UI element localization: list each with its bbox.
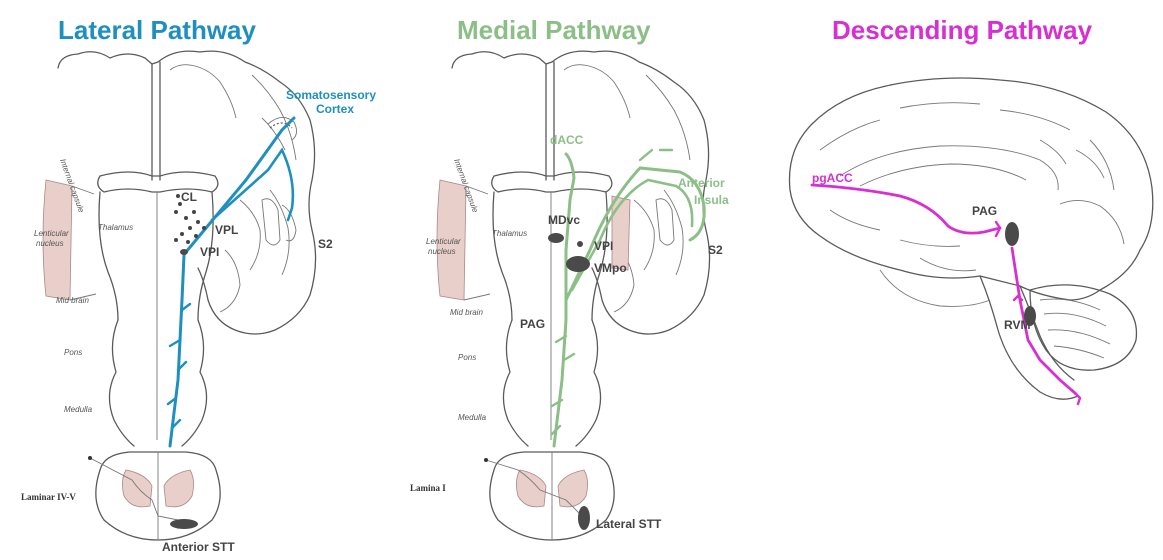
medial-title: Medial Pathway [457,15,651,45]
medial-label-anterior: Anterior [678,176,725,190]
lateral-label-cortex: Cortex [316,102,354,116]
medial-label-dacc: dACC [550,133,584,147]
descending-title: Descending Pathway [832,15,1093,45]
descending-label-pag: PAG [972,204,997,218]
lateral-anat-lenticular-2: nucleus [36,239,64,248]
medial-label-vpi: VPI [594,239,613,253]
lateral-label-somatosensory: Somatosensory [286,88,376,102]
descending-pathway-tract [812,185,1080,404]
lateral-anat-lenticular-1: Lenticular [34,229,69,238]
sagittal-brain-drawing [789,78,1152,399]
medial-anat-midbrain: Mid brain [450,308,483,317]
medial-pathway-tract [552,150,704,446]
lateral-anat-pons: Pons [64,348,82,357]
lateral-label-vpi: VPI [200,245,219,259]
descending-nuclei [1005,222,1036,326]
medial-label-lamina: Lamina I [410,483,446,493]
medial-anat-lenticular-1: Lenticular [426,237,461,246]
lateral-label-s2: S2 [318,237,333,251]
medial-anat-thalamus: Thalamus [492,229,527,238]
medial-brain-drawing [437,51,710,540]
medial-label-pag: PAG [520,317,545,331]
lateral-pathway-tract [168,118,294,446]
lateral-label-stt: Anterior STT [162,540,235,554]
medial-nuclei [548,233,590,272]
medial-label-vmpo: VMpo [594,261,627,275]
medial-label-mdvc: MDvc [548,213,580,227]
medial-anat-medulla: Medulla [458,413,487,422]
lateral-anat-thalamus: Thalamus [98,223,133,232]
lateral-label-vpl: VPL [215,223,238,237]
lateral-label-lamina: Laminar IV-V [21,492,76,502]
medial-label-s2: S2 [708,243,723,257]
lateral-anat-medulla: Medulla [64,405,93,414]
descending-label-rvm: RVM [1004,318,1030,332]
medial-anat-pons: Pons [458,353,476,362]
lateral-anat-midbrain: Mid brain [56,296,89,305]
lateral-label-cl: CL [181,190,197,204]
lateral-title: Lateral Pathway [58,15,257,45]
descending-label-pgacc: pgACC [812,171,853,185]
medial-label-insula: Insula [694,193,729,207]
medial-label-stt: Lateral STT [596,517,662,531]
medial-anat-lenticular-2: nucleus [428,247,456,256]
